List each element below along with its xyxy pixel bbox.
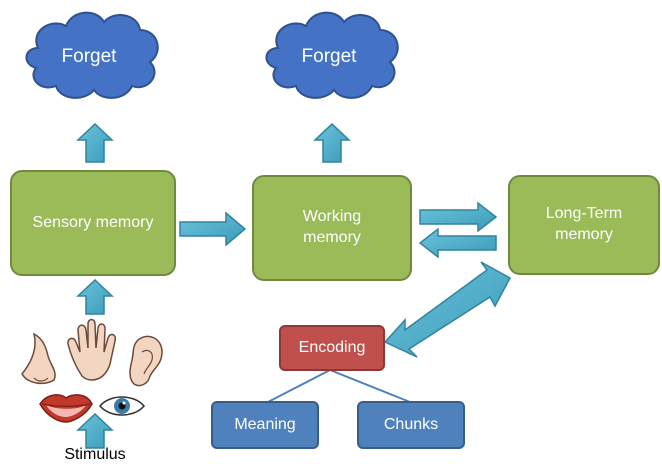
forget-cloud-left [25, 11, 159, 99]
link-encoding-meaning [267, 369, 331, 403]
arrow-sensory-to-forget [76, 122, 114, 163]
arrow-sensory-to-working [179, 211, 247, 247]
ear-icon [129, 335, 163, 387]
chunks-box: Chunks [357, 401, 465, 449]
encoding-label: Encoding [298, 338, 366, 356]
nose-icon [21, 332, 56, 385]
arrow-encoding-longterm [383, 261, 512, 358]
arrow-working-to-forget [313, 122, 351, 163]
meaning-box: Meaning [211, 401, 319, 449]
sensory-memory-box: Sensory memory [10, 170, 176, 276]
forget-label-right: Forget [301, 46, 357, 67]
working-memory-box: Working memory [252, 175, 412, 281]
eye-icon [99, 396, 145, 416]
forget-label-left: Forget [61, 46, 117, 67]
arrow-working-to-longterm [419, 201, 498, 233]
long-term-memory-label: Long-Term memory [545, 205, 623, 243]
forget-cloud-right [265, 11, 399, 99]
sensory-memory-label: Sensory memory [32, 213, 154, 231]
hand-icon [67, 318, 117, 381]
working-memory-label: Working memory [302, 208, 362, 246]
encoding-box: Encoding [279, 325, 385, 371]
chunks-label: Chunks [383, 415, 439, 433]
arrow-senses-to-sensory [76, 278, 114, 315]
mouth-icon [39, 394, 93, 423]
long-term-memory-box: Long-Term memory [508, 175, 660, 275]
stimulus-label: Stimulus [64, 446, 126, 463]
arrow-longterm-to-working [418, 227, 497, 259]
meaning-label: Meaning [234, 415, 296, 433]
arrow-stimulus-to-senses [76, 412, 114, 449]
link-encoding-chunks [329, 369, 411, 403]
